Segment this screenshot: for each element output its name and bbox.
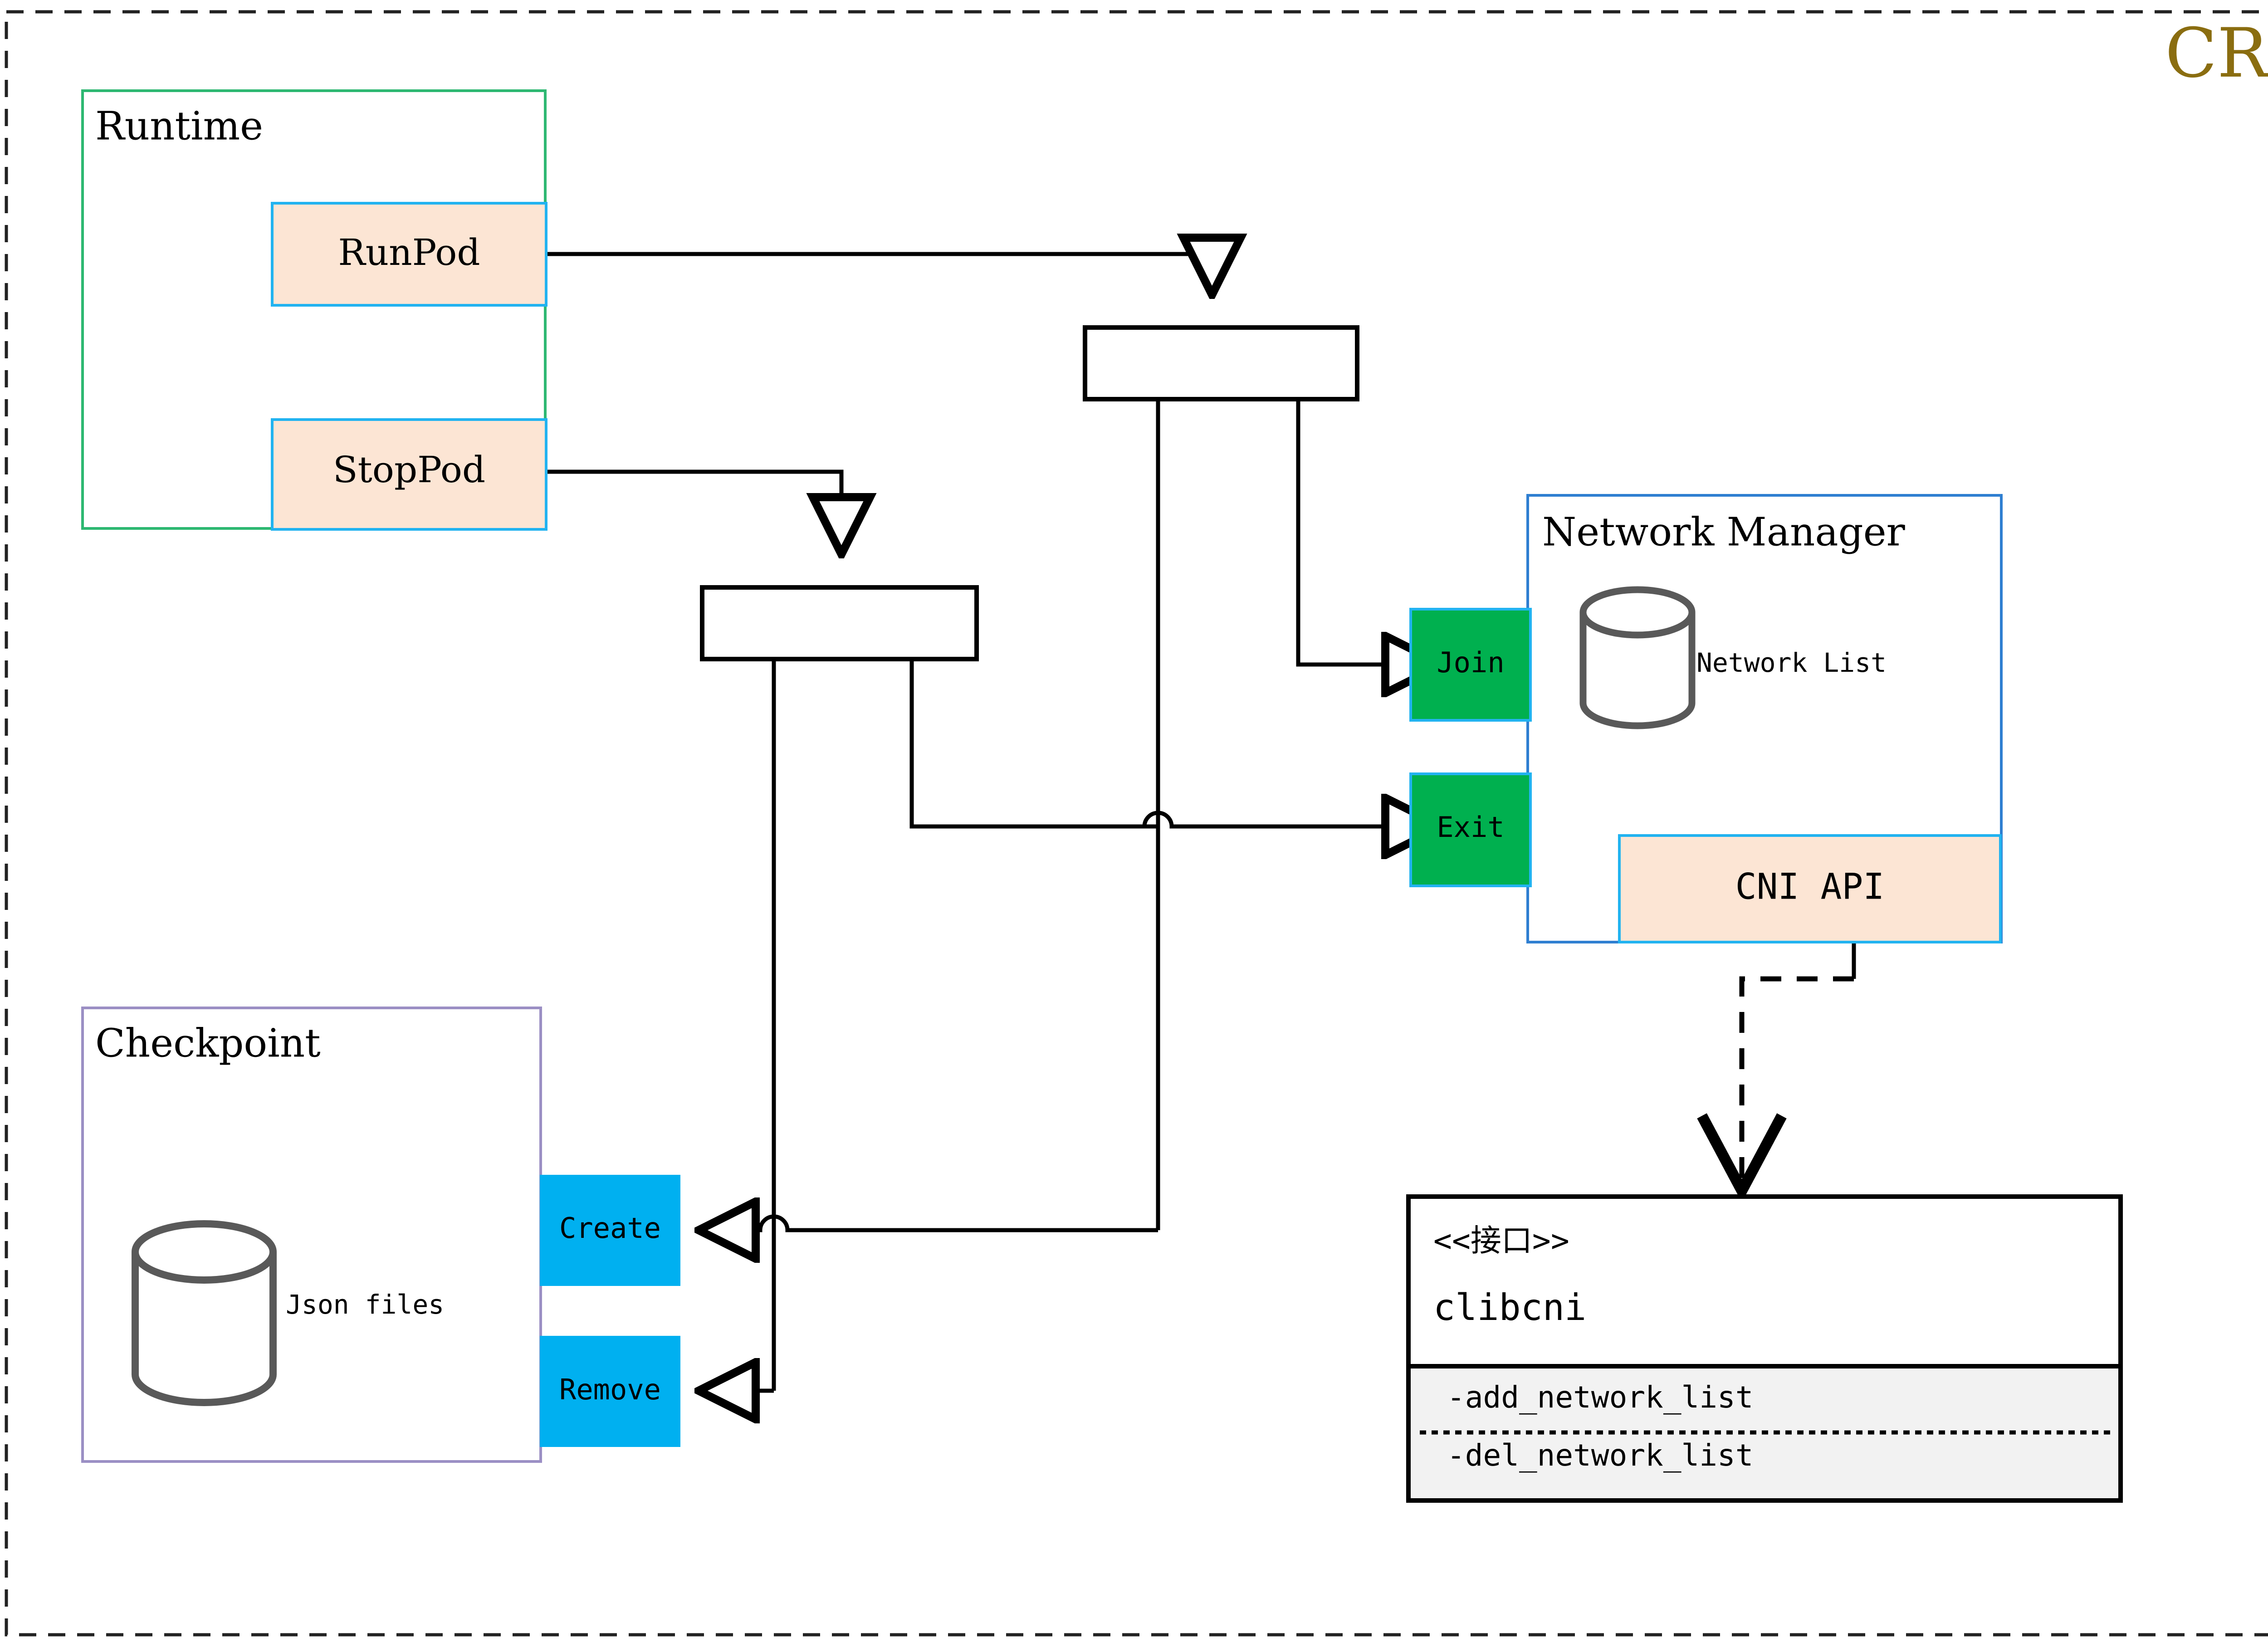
method-label-runpod: RunPod: [338, 231, 480, 274]
page-title: CRI: [2165, 14, 2268, 93]
checkpoint-database-cylinder-icon: [132, 1220, 277, 1406]
checkpoint-store-label: Json files: [286, 1289, 444, 1320]
operation-label-join: Join: [1437, 646, 1504, 679]
operation-label-remove: Remove: [559, 1373, 661, 1406]
method-label-stoppod: StopPod: [333, 449, 485, 491]
junction-bottom-box: [700, 585, 979, 661]
runtime-label: Runtime: [95, 104, 263, 149]
clibcni-name: clibcni: [1433, 1286, 1586, 1329]
operation-box-create[interactable]: [540, 1175, 680, 1286]
edge-junction-top-right-leg: [1296, 399, 1442, 665]
operation-box-join[interactable]: [1409, 608, 1532, 722]
network-manager-label: Network Manager: [1542, 510, 1906, 555]
operation-box-exit[interactable]: [1409, 772, 1532, 887]
edge-stoppod-to-junction-bottom: [545, 469, 841, 554]
edge-cni-api-to-clibcni-realization: [1742, 976, 1854, 1191]
operation-box-remove[interactable]: [540, 1336, 680, 1447]
network-manager-store-label: Network List: [1696, 647, 1887, 678]
clibcni-method-del: -del_network_list: [1447, 1438, 1754, 1473]
edge-runpod-to-junction-top: [545, 254, 1212, 295]
cni-api-box[interactable]: [1618, 834, 2002, 943]
junction-top-box: [1083, 325, 1359, 401]
method-box-stoppod[interactable]: [271, 418, 547, 531]
operation-label-create: Create: [559, 1212, 661, 1245]
edge-junction-bottom-right-leg: [909, 659, 1158, 829]
method-box-runpod[interactable]: [271, 202, 547, 307]
network-manager-database-cylinder-icon: [1579, 586, 1696, 729]
edge-to-create-operation: [699, 1217, 1158, 1230]
clibcni-stereotype: <<接口>>: [1433, 1223, 1569, 1259]
clibcni-method-add: -add_network_list: [1447, 1380, 1754, 1415]
operation-label-exit: Exit: [1437, 811, 1504, 844]
checkpoint-label: Checkpoint: [95, 1021, 321, 1066]
outer-dashed-frame: [5, 10, 2268, 1637]
cni-api-label: CNI API: [1735, 866, 1885, 907]
edge-to-exit-operation: [912, 813, 1442, 826]
